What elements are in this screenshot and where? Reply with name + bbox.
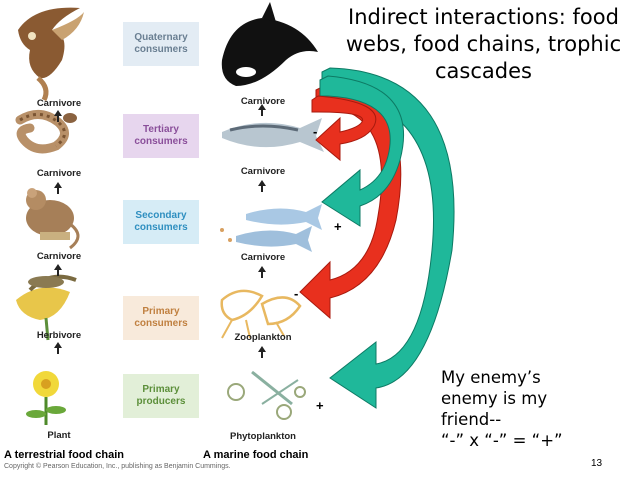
sign-primary-producers: + — [316, 398, 324, 413]
note-line-1: My enemy’s — [441, 367, 563, 388]
sign-secondary: + — [334, 219, 342, 234]
marine-chain-caption: A marine food chain — [203, 449, 308, 461]
note-line-2: enemy is my — [441, 388, 563, 409]
enemy-note: My enemy’s enemy is my friend-- “-” x “-… — [441, 367, 563, 451]
sign-tertiary: - — [313, 124, 317, 139]
copyright-notice: Copyright © Pearson Education, Inc., pub… — [4, 463, 231, 470]
note-line-3: friend-- — [441, 409, 563, 430]
note-line-4: “-” x “-” = “+” — [441, 430, 563, 451]
page-number: 13 — [591, 458, 602, 469]
sign-primary-consumers: - — [294, 286, 298, 301]
terrestrial-chain-caption: A terrestrial food chain — [4, 449, 124, 461]
